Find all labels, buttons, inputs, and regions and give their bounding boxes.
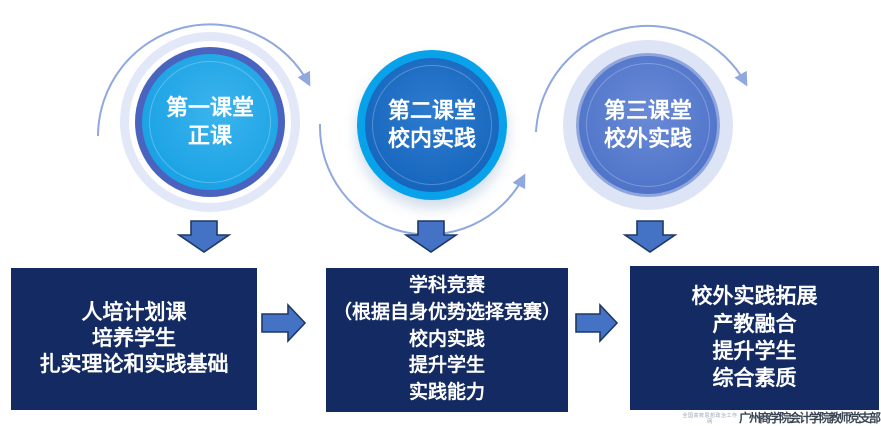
box-line: 产教融合 bbox=[712, 312, 797, 336]
box-line: 实践能力 bbox=[408, 382, 485, 404]
stage-circle-first-classroom: 第一课堂 正课 bbox=[135, 47, 285, 197]
circle-label-line: 第一课堂 bbox=[165, 95, 254, 121]
box-line: 校外实践拓展 bbox=[691, 285, 818, 309]
box-line: 综合素质 bbox=[712, 367, 797, 391]
circle-label-line: 校内实践 bbox=[387, 126, 476, 151]
box-line: 学科竞赛 bbox=[408, 274, 485, 296]
right-arrow-1 bbox=[261, 302, 307, 344]
watermark: 全国高校思想政治工作网 广州商学院会计学院教师党支部 bbox=[681, 410, 881, 425]
circle-label-line: 校外实践 bbox=[603, 126, 692, 151]
box-line: 校内实践 bbox=[408, 328, 485, 350]
stage-circle-third-classroom: 第三课堂 校外实践 bbox=[576, 53, 720, 197]
stage-box-first-classroom: 人培计划课 培养学生 扎实理论和实践基础 bbox=[11, 268, 257, 410]
circle-label-line: 正课 bbox=[187, 123, 232, 148]
box-line: 人培计划课 bbox=[81, 300, 187, 324]
watermark-text: 广州商学院会计学院教师党支部 bbox=[738, 410, 881, 425]
circle-label: 第三课堂 校外实践 bbox=[604, 97, 692, 153]
box-line: 提升学生 bbox=[712, 340, 797, 363]
box-line: （根据自身优势选择竞赛） bbox=[332, 301, 561, 323]
circle-label: 第一课堂 正课 bbox=[166, 94, 254, 150]
stage-box-second-classroom: 学科竞赛 （根据自身优势选择竞赛） 校内实践 提升学生 实践能力 bbox=[326, 268, 568, 412]
box-line: 提升学生 bbox=[408, 355, 485, 377]
watermark-logo: 全国高校思想政治工作网 bbox=[682, 413, 738, 425]
box-line: 扎实理论和实践基础 bbox=[39, 353, 229, 377]
right-arrow-2 bbox=[575, 302, 619, 344]
stage-circle-second-classroom: 第二课堂 校内实践 bbox=[357, 50, 507, 200]
circle-label-line: 第三课堂 bbox=[603, 98, 692, 124]
down-arrow-3 bbox=[622, 220, 678, 253]
down-arrow-2 bbox=[403, 220, 459, 253]
circle-label: 第二课堂 校内实践 bbox=[388, 97, 476, 153]
down-arrow-1 bbox=[176, 220, 232, 253]
box-line: 培养学生 bbox=[92, 326, 176, 350]
circle-label-line: 第二课堂 bbox=[387, 98, 476, 124]
stage-box-third-classroom: 校外实践拓展 产教融合 提升学生 综合素质 bbox=[630, 266, 879, 410]
